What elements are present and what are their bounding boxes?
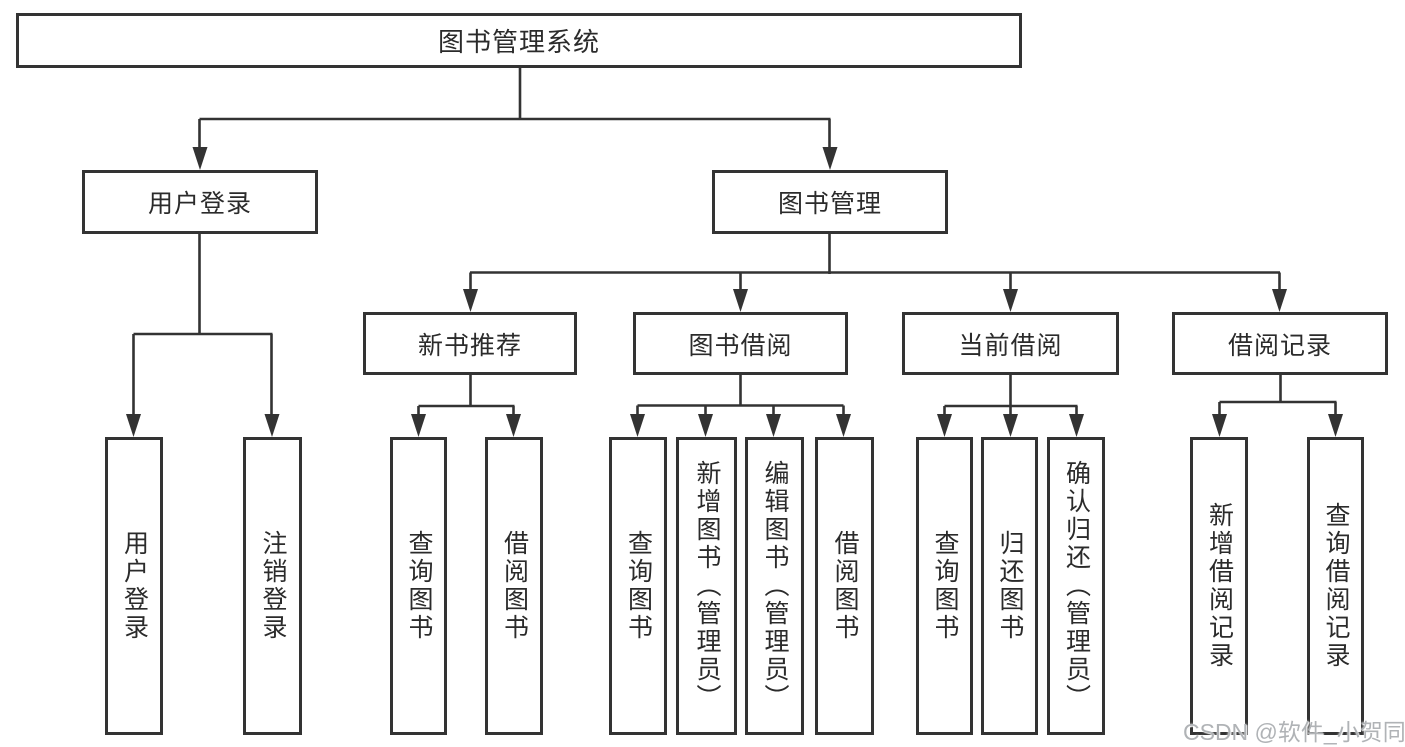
leaf-logout-label: 注销登录 [259,530,287,642]
leaf-current-return-book-label: 归还图书 [996,530,1024,642]
leaf-borrow-add-book: 新增图书（管理员） [676,437,737,735]
node-user-login-label: 用户登录 [147,190,252,218]
leaf-borrow-borrow-book: 借阅图书 [815,437,874,735]
leaf-recommend-borrow-book: 借阅图书 [485,437,543,735]
connector-arrowheads [126,147,1343,437]
node-borrowing-records-label: 借阅记录 [1227,331,1332,360]
node-new-book-recommend-label: 新书推荐 [417,331,522,360]
leaf-borrow-query-book: 查询图书 [609,437,667,735]
leaf-logout: 注销登录 [243,437,302,735]
node-root-label: 图书管理系统 [437,27,600,57]
leaf-record-query-record-label: 查询借阅记录 [1322,502,1350,670]
node-current-borrowing-label: 当前借阅 [958,331,1063,360]
leaf-current-query-book: 查询图书 [916,437,973,735]
leaf-current-confirm-return: 确认归还（管理员） [1047,437,1105,735]
node-book-management-label: 图书管理 [777,190,882,218]
leaf-record-add-record-label: 新增借阅记录 [1205,502,1234,670]
leaf-record-query-record: 查询借阅记录 [1307,437,1364,735]
node-borrowing-records: 借阅记录 [1172,312,1388,375]
leaf-borrow-edit-book: 编辑图书（管理员） [745,437,804,735]
node-book-borrowing: 图书借阅 [633,312,848,375]
node-current-borrowing: 当前借阅 [902,312,1119,375]
leaf-borrow-query-book-label: 查询图书 [624,530,653,642]
leaf-borrow-edit-book-label: 编辑图书（管理员） [761,460,789,712]
connector-lines [132,68,1337,420]
node-book-management: 图书管理 [712,170,948,234]
csdn-watermark: CSDN @软件_小贺同学 [1183,719,1405,745]
leaf-borrow-add-book-label: 新增图书（管理员） [693,460,721,712]
leaf-current-query-book-label: 查询图书 [931,530,959,642]
leaf-borrow-borrow-book-label: 借阅图书 [831,530,859,642]
leaf-record-add-record: 新增借阅记录 [1190,437,1248,735]
leaf-current-return-book: 归还图书 [981,437,1038,735]
node-book-borrowing-label: 图书借阅 [688,331,793,360]
leaf-user-login: 用户登录 [105,437,163,735]
node-root: 图书管理系统 [16,13,1022,68]
leaf-current-confirm-return-label: 确认归还（管理员） [1062,460,1091,712]
leaf-user-login-label: 用户登录 [120,530,149,642]
leaf-recommend-query-book: 查询图书 [390,437,447,735]
leaf-recommend-query-book-label: 查询图书 [405,530,433,642]
node-user-login: 用户登录 [82,170,318,234]
leaf-recommend-borrow-book-label: 借阅图书 [500,530,529,642]
node-new-book-recommend: 新书推荐 [363,312,577,375]
